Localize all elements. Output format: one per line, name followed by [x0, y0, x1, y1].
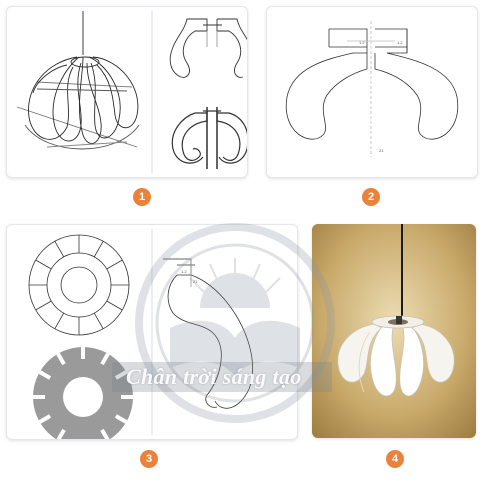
- publisher-logo-watermark: [135, 223, 335, 423]
- ring-template-filled: [33, 347, 133, 439]
- watermark-band: [112, 362, 332, 392]
- step-2-panel: 1.2 1.2 21: [266, 6, 478, 178]
- step-4-badge: 4: [386, 450, 404, 468]
- svg-text:1.2: 1.2: [397, 40, 403, 45]
- svg-text:1.2: 1.2: [359, 40, 365, 45]
- svg-text:21: 21: [193, 279, 198, 284]
- step-4-panel: [312, 224, 476, 438]
- watermark-text: Chân trời sáng tạo: [126, 364, 302, 389]
- finished-lamp-photo: [312, 224, 476, 438]
- rib-template-lower: [171, 107, 247, 169]
- rib-curve: [163, 258, 253, 409]
- step-2-badge: 2: [362, 188, 380, 206]
- step-1-badge: 1: [133, 188, 151, 206]
- rib-technical-drawing: 1.2 1.2 21: [285, 21, 459, 157]
- svg-text:21: 21: [379, 148, 384, 153]
- step-1-panel: [6, 6, 248, 178]
- lamp-sketch: [16, 11, 140, 150]
- ring-templates-drawing: 1.2 21: [28, 229, 253, 439]
- ring-template-outline: [28, 234, 130, 336]
- lamp-shade: [337, 315, 455, 397]
- lamp-sketch-drawing: [16, 11, 247, 173]
- rib-template-upper: [169, 18, 247, 78]
- step-3-panel: 1.2 21: [6, 224, 298, 440]
- step-3-badge: 3: [140, 450, 158, 468]
- svg-text:1.2: 1.2: [181, 269, 187, 274]
